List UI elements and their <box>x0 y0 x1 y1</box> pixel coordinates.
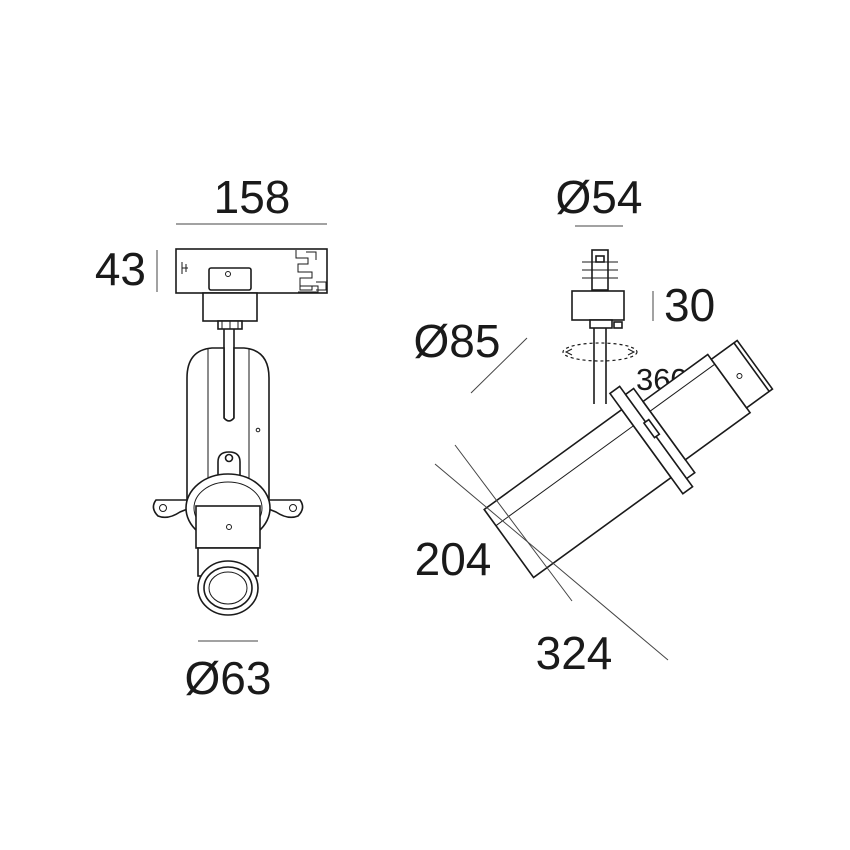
side-body <box>483 339 774 579</box>
stem-diameter-label: Ø54 <box>556 171 643 223</box>
body-length-line <box>454 444 573 602</box>
collar-height-label: 30 <box>664 279 715 331</box>
side-collar <box>571 290 625 329</box>
nozzle-diameter-label: Ø63 <box>185 652 272 704</box>
body-length-label: 204 <box>415 533 492 585</box>
front-stem <box>223 329 235 422</box>
overall-length-label: 324 <box>536 627 613 679</box>
side-stem <box>593 328 607 404</box>
body-diameter-line <box>470 337 528 394</box>
body-diameter-label: Ø85 <box>414 315 501 367</box>
width-dimension-label: 158 <box>214 171 291 223</box>
track-adapter <box>175 248 328 294</box>
front-collar <box>202 292 258 330</box>
front-view: 158 43 <box>95 171 328 704</box>
adapter-height-label: 43 <box>95 243 146 295</box>
front-body <box>186 347 270 500</box>
side-connector <box>582 249 618 291</box>
side-view: Ø54 30 360° Ø85 <box>414 171 774 679</box>
front-nozzle <box>195 505 261 616</box>
overall-length-line <box>434 463 669 661</box>
front-knob <box>217 451 241 477</box>
rotation-indicator <box>562 342 638 362</box>
